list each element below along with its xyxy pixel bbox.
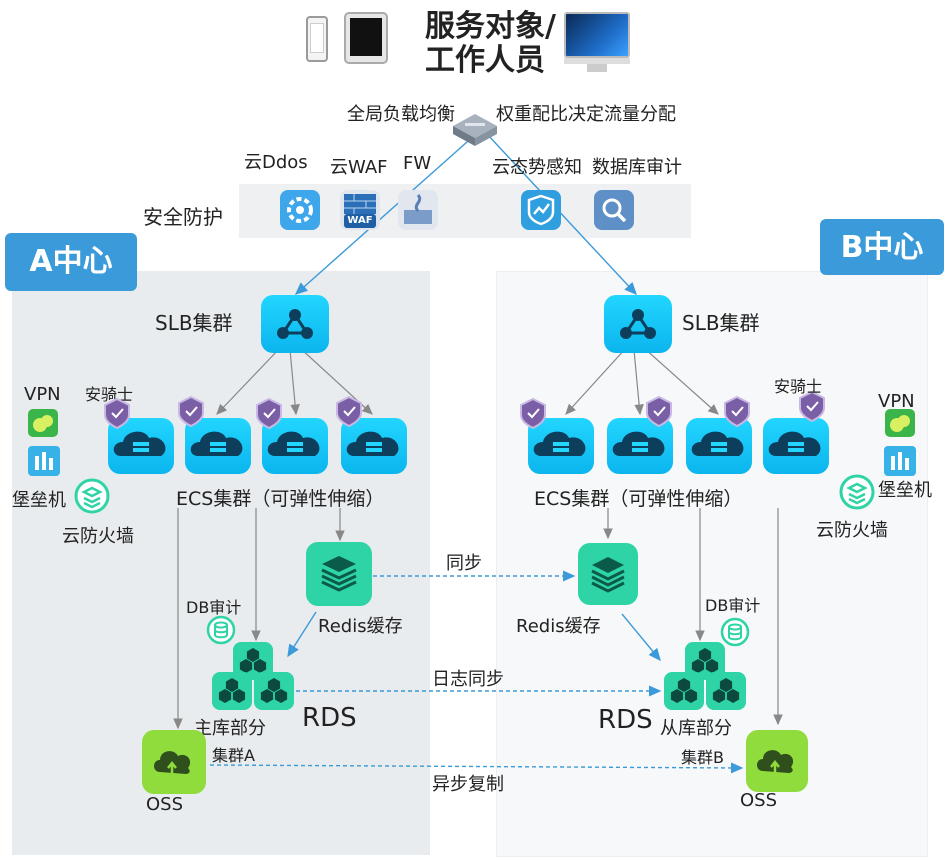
center-b-ecs-label: ECS集群（可弹性伸缩） <box>534 488 743 510</box>
guard-shield-icon <box>178 395 204 428</box>
center-b-vpn-icon <box>885 409 915 437</box>
center-a-ecs-label: ECS集群（可弹性伸缩） <box>176 488 385 510</box>
center-b-guard-label: 安骑士 <box>774 377 823 396</box>
ecs-cloud-server-icon <box>346 431 399 456</box>
guard-shield-icon <box>724 395 750 428</box>
center-a-redis-icon <box>306 542 372 606</box>
center-a-firewall-icon <box>74 478 110 514</box>
center-a-badge: A中心 <box>5 233 137 291</box>
ecs-cloud-server-icon <box>190 431 243 456</box>
tablet-icon <box>344 12 388 64</box>
guard-shield-icon <box>520 397 546 430</box>
ecs-cloud-server-icon <box>533 431 586 456</box>
center-a-guard-label: 安骑士 <box>85 385 134 404</box>
security-db-audit-label: 数据库审计 <box>592 157 682 178</box>
center-b-bastion-label: 堡垒机 <box>878 480 932 501</box>
fw-flame-icon <box>398 190 438 230</box>
desktop-monitor-icon <box>564 12 630 76</box>
redis-sync-label: 同步 <box>446 553 482 574</box>
center-b-slb-label: SLB集群 <box>682 311 760 335</box>
center-b-rds-label: RDS <box>598 705 653 735</box>
security-situation-label: 云态势感知 <box>492 157 582 178</box>
center-a-redis-label: Redis缓存 <box>318 616 403 637</box>
rds-hex-icon <box>254 672 294 710</box>
rds-hex-icon <box>664 672 704 710</box>
guard-shield-icon <box>799 390 825 423</box>
center-a-bastion-label: 堡垒机 <box>12 490 66 511</box>
center-b-oss-cluster-label: 集群B <box>681 748 724 767</box>
center-b-db-audit-label: DB审计 <box>705 596 761 615</box>
ecs-cloud-server-icon <box>612 431 665 456</box>
guard-shield-icon <box>336 395 362 428</box>
center-a-db-audit-label: DB审计 <box>186 598 242 617</box>
center-a-slb-icon <box>261 295 329 353</box>
security-fw-label: FW <box>403 153 432 174</box>
guard-shield-icon <box>646 395 672 428</box>
center-a-firewall-label: 云防火墙 <box>62 526 134 547</box>
center-a-rds-role-label: 主库部分 <box>194 718 266 739</box>
rds-hex-icon <box>706 672 746 710</box>
center-b-oss-label: OSS <box>740 790 778 811</box>
async-copy-label: 异步复制 <box>432 774 504 795</box>
center-b-rds-role-label: 从库部分 <box>660 718 732 739</box>
center-a-db-audit-icon <box>205 614 237 646</box>
ecs-cloud-server-icon <box>691 431 744 456</box>
center-b-redis-icon <box>578 543 638 605</box>
phone-white-icon <box>306 16 328 62</box>
center-a-oss-icon <box>142 730 206 794</box>
rds-hex-icon <box>212 672 252 710</box>
center-b-slb-icon <box>604 295 672 353</box>
page-title: 服务对象/ 工作人员 <box>425 9 556 78</box>
center-b-db-audit-icon <box>719 616 751 648</box>
center-b-badge: B中心 <box>820 219 944 275</box>
rds-hex-icon <box>685 642 725 680</box>
waf-brick-icon: WAF <box>340 190 380 230</box>
load-balancer-router-icon <box>451 112 499 150</box>
rds-hex-icon <box>233 642 273 680</box>
waf-badge: WAF <box>344 214 376 228</box>
guard-shield-icon <box>256 397 282 430</box>
log-sync-label: 日志同步 <box>432 669 504 690</box>
security-ddos-label: 云Ddos <box>244 152 308 173</box>
center-a-bastion-icon <box>28 446 60 476</box>
traffic-weight-label: 权重配比决定流量分配 <box>496 104 676 125</box>
ddos-gear-icon <box>280 190 320 230</box>
center-b-panel <box>496 271 928 857</box>
center-b-vpn-label: VPN <box>878 391 915 412</box>
center-a-vpn-icon <box>28 409 58 437</box>
ecs-cloud-server-icon <box>768 431 821 456</box>
db-audit-search-icon <box>594 190 634 230</box>
situation-shield-icon <box>521 190 561 230</box>
guard-shield-icon <box>104 397 130 430</box>
center-b-oss-icon <box>746 730 808 792</box>
center-b-firewall-icon <box>839 474 875 510</box>
center-a-slb-label: SLB集群 <box>155 311 233 335</box>
center-a-rds-label: RDS <box>302 703 357 733</box>
center-a-oss-cluster-label: 集群A <box>212 746 255 765</box>
security-waf-label: 云WAF <box>330 157 388 178</box>
center-a-vpn-label: VPN <box>24 384 61 405</box>
center-a-oss-label: OSS <box>146 794 184 815</box>
center-b-firewall-label: 云防火墙 <box>816 520 888 541</box>
ecs-cloud-server-icon <box>113 431 166 456</box>
glb-label: 全局负载均衡 <box>347 104 455 125</box>
center-b-redis-label: Redis缓存 <box>516 616 601 637</box>
center-b-bastion-icon <box>884 446 916 476</box>
security-title: 安全防护 <box>143 205 223 229</box>
ecs-cloud-server-icon <box>267 431 320 456</box>
